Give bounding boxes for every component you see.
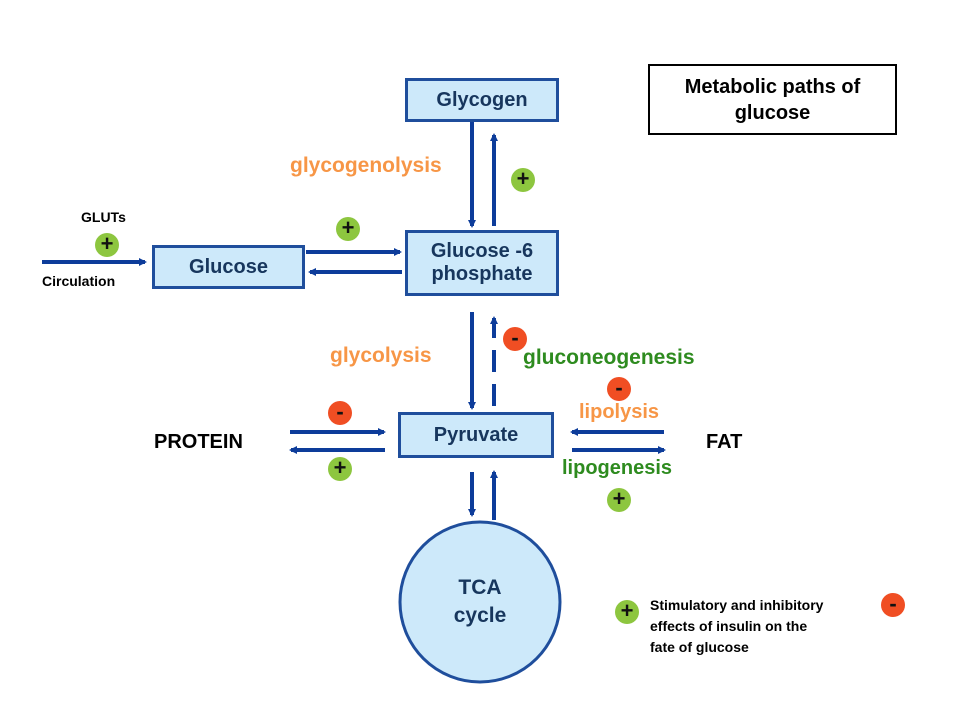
legend-line2: effects of insulin on the — [650, 618, 808, 634]
g6p-label-line2: phosphate — [431, 263, 533, 285]
plus-badge-lipogenesis: + — [607, 488, 631, 512]
pyruvate-label: Pyruvate — [433, 423, 519, 446]
glycogen-label: Glycogen — [436, 88, 528, 111]
glycolysis-label: glycolysis — [330, 344, 432, 367]
legend-minus-badge: - — [881, 593, 905, 617]
tca-cycle-circle — [398, 520, 562, 684]
g6p-box: Glucose -6 phosphate — [405, 230, 559, 296]
title-box: Metabolic paths of glucose — [648, 64, 897, 135]
minus-badge-protein-breakdown: - — [328, 401, 352, 425]
protein-label: PROTEIN — [154, 431, 243, 453]
fat-label: FAT — [706, 431, 743, 453]
plus-badge-glycogenesis: + — [511, 168, 535, 192]
minus-badge-gluconeogenesis: - — [503, 327, 527, 351]
tca-label-line2: cycle — [453, 604, 507, 627]
glucose-label: Glucose — [189, 255, 268, 278]
plus-badge-gluts: + — [95, 233, 119, 257]
lipolysis-label: lipolysis — [579, 401, 660, 423]
plus-badge-glucose-to-g6p: + — [336, 217, 360, 241]
legend-line3: fate of glucose — [650, 639, 749, 655]
circulation-label: Circulation — [42, 273, 116, 289]
legend-text: Stimulatory and inhibitory effects of in… — [650, 595, 823, 658]
lipogenesis-label: lipogenesis — [562, 457, 673, 479]
minus-badge-lipolysis: - — [607, 377, 631, 401]
gluconeogenesis-label: gluconeogenesis — [523, 346, 695, 369]
legend-plus-badge: + — [615, 600, 639, 624]
plus-badge-protein-synthesis: + — [328, 457, 352, 481]
diagram-title: Metabolic paths of glucose — [684, 75, 861, 124]
gluts-label: GLUTs — [81, 209, 126, 225]
glycogenolysis-label: glycogenolysis — [290, 154, 442, 177]
tca-label-line1: TCA — [458, 576, 502, 599]
glycogen-box: Glycogen — [405, 78, 559, 122]
pyruvate-box: Pyruvate — [398, 412, 554, 458]
legend-line1: Stimulatory and inhibitory — [650, 597, 824, 613]
tca-label: TCA cycle — [400, 574, 560, 630]
g6p-label-line1: Glucose -6 — [430, 240, 534, 262]
glucose-box: Glucose — [152, 245, 305, 289]
